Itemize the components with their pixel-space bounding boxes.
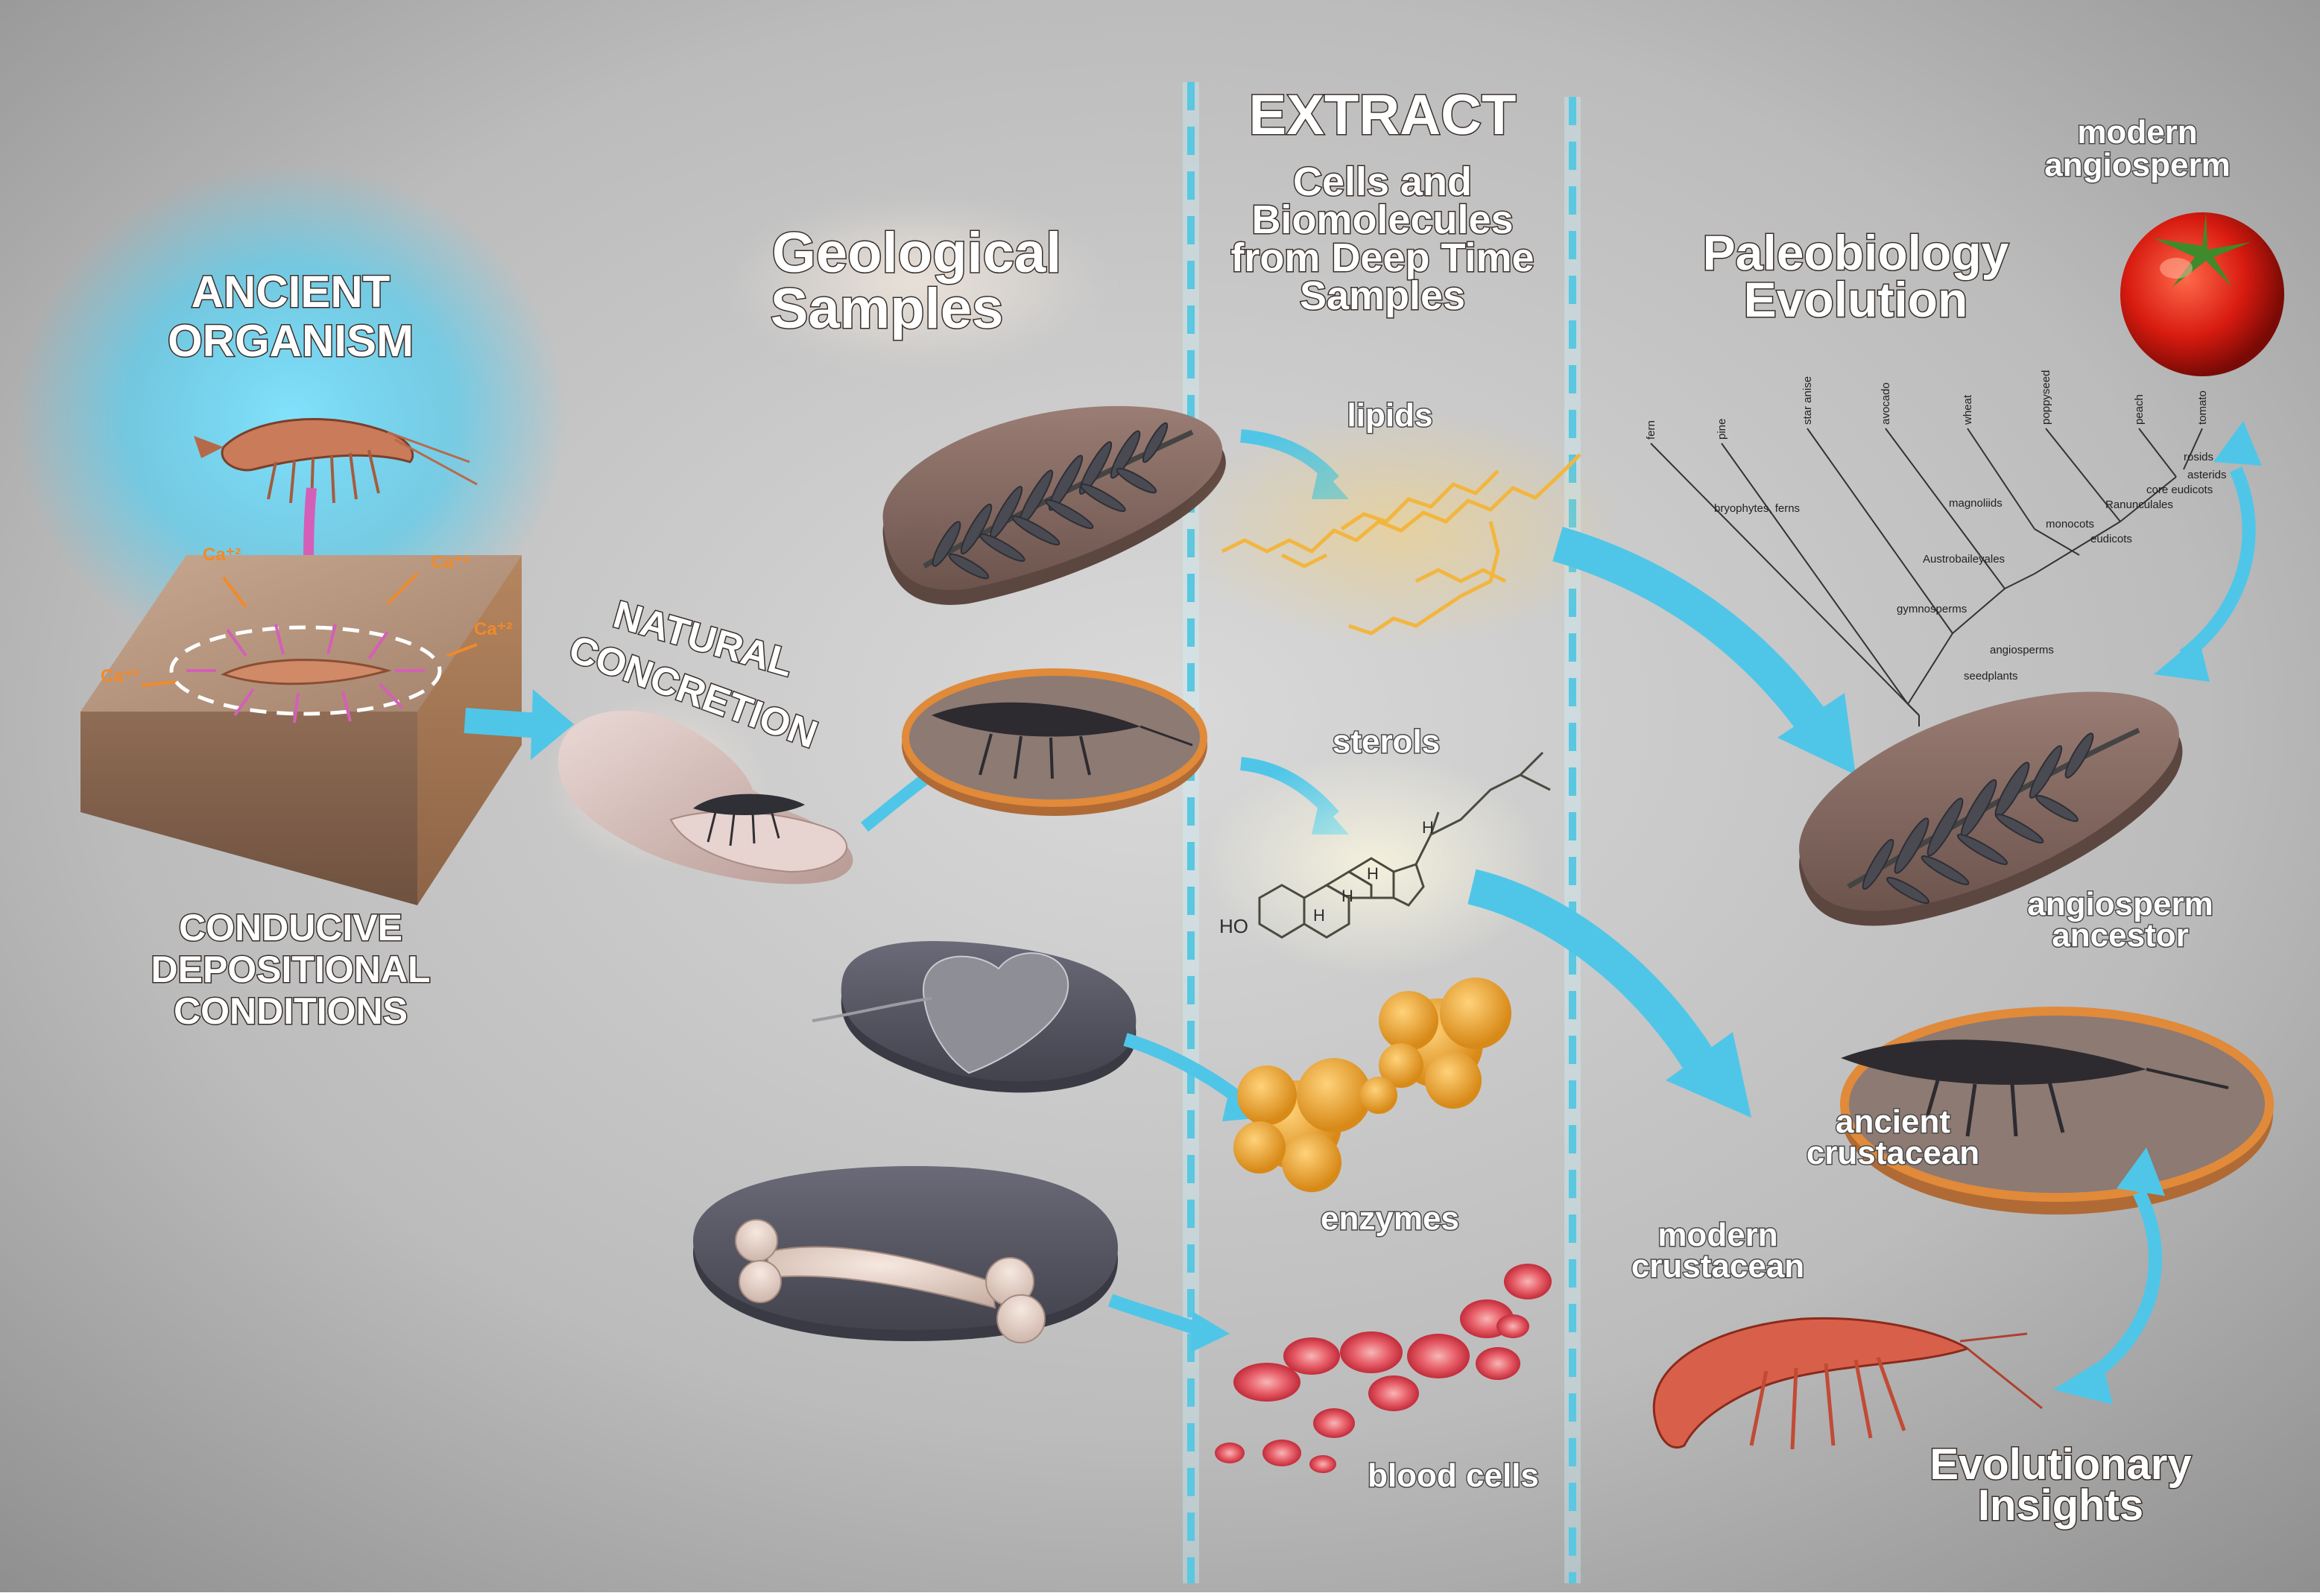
tree-leaf-tomato: tomato (2196, 390, 2209, 425)
angiosperm-ancestor-line-1: angiosperm (2027, 886, 2213, 922)
ancient-shrimp (194, 418, 478, 506)
sterol-h-4: H (1313, 906, 1325, 925)
tomato-stem-icon (2154, 212, 2251, 287)
tree-leaf-fern: fern (1645, 420, 1657, 440)
concretion-nodule (544, 697, 853, 884)
evolutionary-insights-heading: Evolutionary Insights (1929, 1440, 2193, 1531)
ion-label-1: Ca⁺² (203, 545, 241, 565)
extract-sub-line-4: Samples (1300, 273, 1465, 318)
lipids-label: lipids (1347, 397, 1433, 434)
tree-clade-gymnosperms: gymnosperms (1897, 603, 1967, 615)
geological-samples-heading: Geological Samples (730, 201, 1103, 365)
extract-sub-line-3: from Deep Time (1230, 235, 1534, 280)
bone-fossil-sample (693, 1166, 1118, 1343)
modern-crustacean: modern crustacean (1630, 1216, 2043, 1450)
lipids-molecule: lipids (1178, 396, 1625, 648)
modern-crustacean-line-1: modern (1657, 1217, 1777, 1253)
ion-label-4: Ca⁺² (101, 666, 139, 686)
shrimp-fossil-sample (902, 668, 1207, 816)
extract-title: EXTRACT (1249, 83, 1517, 147)
tree-leaf-poppyseed: poppyseed (2040, 370, 2052, 425)
ion-label-2: Ca⁺² (431, 552, 469, 572)
extract-sub-line-1: Cells and (1293, 159, 1472, 204)
enzymes-label: enzymes (1321, 1200, 1459, 1237)
enzymes-cluster: enzymes (1233, 978, 1511, 1238)
ancient-organism-heading: ANCIENT ORGANISM (167, 266, 415, 367)
tree-clade-seedplants: seedplants (1964, 670, 2018, 683)
ancient-crustacean-line-2: crustacean (1807, 1135, 1979, 1171)
organism-glow (15, 164, 566, 671)
conducive-line-1: CONDUCIVE (179, 907, 402, 949)
extract-heading: EXTRACT Cells and Biomolecules from Deep… (1230, 83, 1535, 320)
arrow-bone-to-blood (1107, 1293, 1203, 1337)
angiosperm-ancestor-fossil: angiosperm ancestor (1799, 691, 2214, 955)
arrow-crustacean-evolution (2053, 1147, 2165, 1405)
sterol-ho-label: HO (1219, 915, 1248, 937)
leaf-fossil-sample (812, 941, 1137, 1093)
extract-sub-line-2: Biomolecules (1251, 197, 1513, 242)
tree-clade-bryophytes-ferns: bryophytes, ferns (1714, 502, 1800, 515)
ancient-crustacean-line-1: ancient (1836, 1103, 1950, 1140)
arrow-tomato-ancestor (2154, 421, 2262, 682)
tree-leaf-peach: peach (2133, 394, 2146, 425)
tree-clade-rosids: rosids (2184, 451, 2213, 463)
sterols-label: sterols (1333, 723, 1440, 760)
tree-clade-eudicots: eudicots (2090, 533, 2132, 545)
tree-clade-monocots: monocots (2046, 518, 2094, 531)
sterol-h-3: H (1341, 887, 1353, 905)
tree-clade-magnoliids: magnoliids (1949, 497, 2003, 510)
sterol-h-1: H (1422, 818, 1434, 837)
ion-label-3: Ca⁺² (474, 619, 512, 639)
paleobiology-line-1: Paleobiology (1703, 225, 2009, 280)
ancient-organism-line-1: ANCIENT (192, 267, 391, 317)
arrow-block-to-concretion (464, 689, 574, 760)
phylogenetic-tree: fern pine star anise avocado wheat poppy… (1645, 370, 2227, 726)
conducive-line-2: DEPOSITIONAL (151, 949, 430, 990)
paleobiology-line-2: Evolution (1744, 272, 1968, 327)
geological-samples-line-2: Samples (771, 277, 1004, 341)
conducive-heading: CONDUCIVE DEPOSITIONAL CONDITIONS (150, 906, 432, 1033)
blood-cells-cluster: blood cells (1215, 1264, 1552, 1495)
tree-clade-angiosperms: angiosperms (1990, 644, 2054, 656)
evolutionary-insights-line-1: Evolutionary (1929, 1440, 2191, 1489)
modern-angiosperm-line-2: angiosperm (2044, 147, 2230, 183)
sterols-molecule: sterols HO H H H H (1204, 723, 1551, 976)
tree-clade-asterids: asterids (2187, 469, 2227, 481)
tree-clade-ranunculales: Ranunculales (2105, 498, 2173, 511)
blood-cells-label: blood cells (1368, 1457, 1539, 1494)
tree-leaf-pine: pine (1716, 419, 1728, 440)
sterol-h-2: H (1367, 864, 1379, 883)
tree-clade-austrobaileyales: Austrobaileyales (1923, 553, 2005, 566)
geological-samples-line-1: Geological (772, 221, 1062, 285)
angiosperm-ancestor-line-2: ancestor (2052, 917, 2188, 954)
tree-clade-core-eudicots: core eudicots (2146, 484, 2213, 496)
fern-fossil-sample (882, 406, 1226, 605)
tree-leaf-avocado: avocado (1880, 382, 1892, 425)
modern-shrimp-icon (1652, 1317, 2043, 1450)
tree-leaf-star-anise: star anise (1801, 376, 1814, 425)
arrow-sterols-to-shrimp (1467, 869, 1751, 1118)
arrow-lipids-to-fern (1552, 526, 1856, 775)
ancient-crustacean-fossil: ancient crustacean (1805, 1007, 2274, 1215)
ancient-organism-line-2: ORGANISM (168, 316, 414, 366)
paleobiology-heading: Paleobiology Evolution (1701, 224, 2010, 329)
conducive-line-3: CONDITIONS (174, 990, 408, 1032)
modern-angiosperm: modern angiosperm (2044, 113, 2284, 376)
modern-angiosperm-line-1: modern (2077, 114, 2197, 151)
tree-leaf-wheat: wheat (1962, 394, 1974, 425)
tomato-icon (2120, 212, 2284, 376)
evolutionary-insights-line-2: Insights (1978, 1481, 2143, 1530)
calcium-ions: Ca⁺² Ca⁺² Ca⁺² Ca⁺² (101, 545, 512, 686)
modern-crustacean-line-2: crustacean (1631, 1248, 1804, 1285)
